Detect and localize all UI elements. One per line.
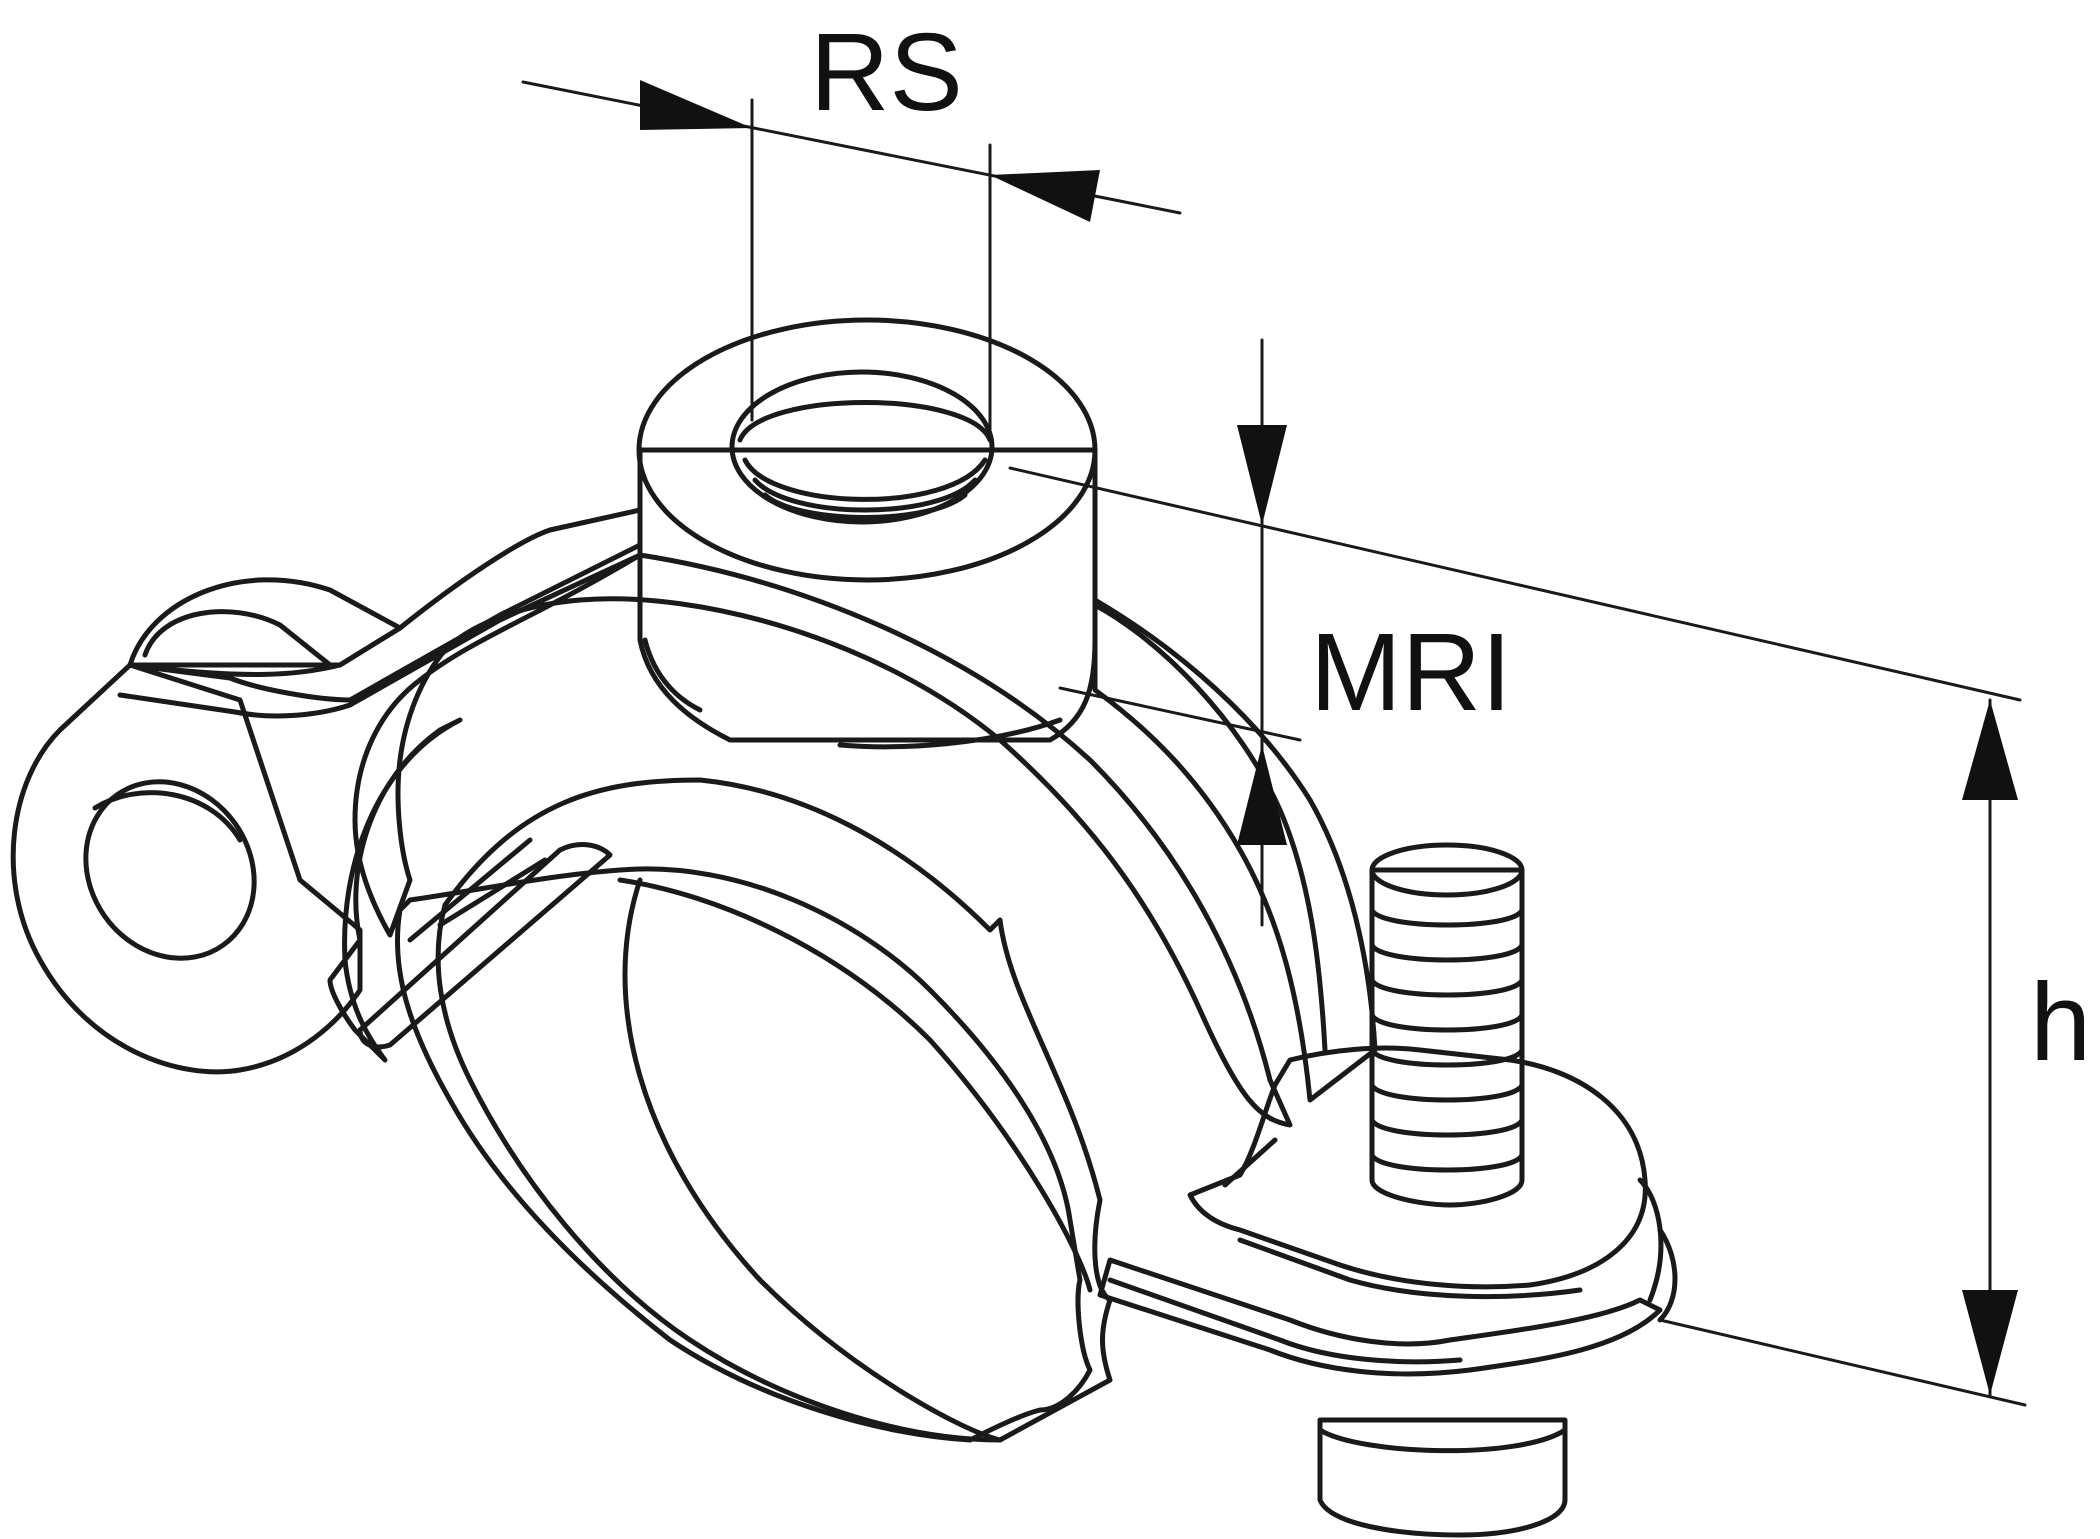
dimension-h: h	[1658, 698, 2091, 1407]
label-mri: MRI	[1310, 611, 1512, 734]
inner-bore	[395, 777, 1113, 1443]
lower-band	[357, 837, 1663, 1377]
edge-detail	[1222, 1137, 1278, 1188]
clamp-ring	[327, 552, 1378, 1128]
bottom-nut	[1317, 1417, 1568, 1538]
dimension-mri: MRI	[1008, 338, 2022, 927]
lug-hole-boss	[83, 779, 257, 961]
boss-top	[636, 317, 1098, 583]
threaded-boss	[636, 317, 1098, 750]
stud-top	[1369, 842, 1525, 898]
right-lug	[1187, 1045, 1678, 1323]
upper-band	[117, 507, 643, 719]
left-lug	[10, 577, 403, 1075]
label-h: h	[2030, 961, 2091, 1084]
boss-bore	[729, 369, 995, 525]
threaded-stud	[1369, 842, 1525, 1208]
dimension-rs: RS	[521, 11, 1182, 432]
label-rs: RS	[810, 11, 963, 134]
